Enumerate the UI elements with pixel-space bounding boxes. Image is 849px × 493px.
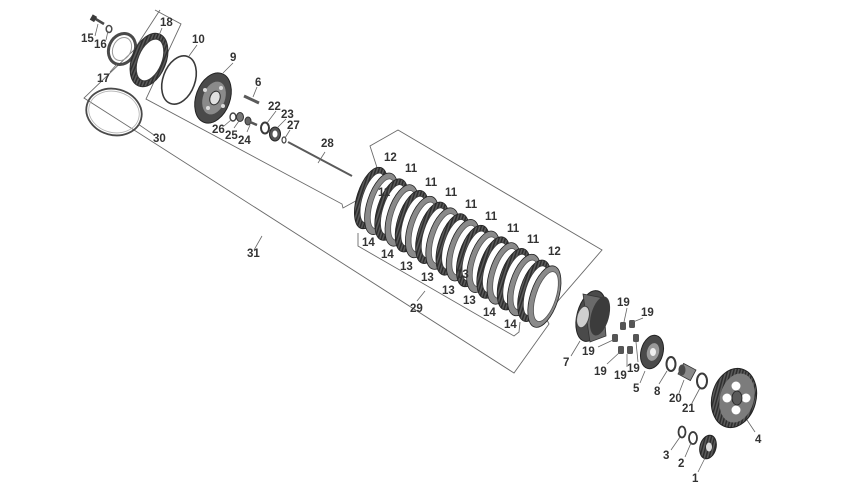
callout-19d: 19: [594, 366, 607, 378]
part-28-push-rod: [287, 141, 353, 177]
callout-12a: 12: [384, 152, 397, 164]
callout-14d: 14: [504, 319, 517, 331]
callout-13a: 13: [400, 261, 413, 273]
part-27-circlip: [281, 136, 287, 144]
callout-14a: 14: [362, 237, 375, 249]
callout-6: 6: [255, 77, 261, 89]
callout-14b: 14: [381, 249, 394, 261]
part-6-pin: [243, 94, 260, 105]
callout-29: 29: [410, 303, 423, 315]
plate-bore: [533, 271, 559, 322]
part-7-clutch-basket: [575, 290, 611, 343]
part-22-washer: [260, 121, 270, 135]
part-15-bolt: [89, 14, 105, 26]
callout-13d: 13: [463, 295, 476, 307]
callout-7: 7: [563, 357, 569, 369]
callout-13b: 13: [421, 272, 434, 284]
callout-1: 1: [692, 473, 699, 485]
callout-20: 20: [669, 393, 682, 405]
callout-16: 16: [94, 39, 107, 51]
part-4-primary-gear: [710, 367, 758, 429]
callout-13e: 13: [456, 269, 469, 281]
callout-19a: 19: [617, 297, 630, 309]
callout-19c: 19: [582, 346, 595, 358]
part-25-bearing: [236, 112, 244, 122]
callout-17: 17: [97, 73, 110, 85]
leader-lines: [94, 23, 756, 473]
callout-24: 24: [238, 135, 251, 147]
part-21-washer: [696, 372, 708, 390]
callout-9: 9: [230, 52, 236, 64]
callout-23: 23: [281, 109, 294, 121]
callout-11e: 11: [485, 211, 498, 223]
part-9-pressure-plate: [194, 72, 232, 124]
part-5-hub: [639, 334, 665, 370]
part-23-bearing: [269, 126, 281, 142]
part-16-washer: [105, 24, 113, 34]
callout-10: 10: [192, 34, 205, 46]
part-26-washer: [229, 112, 237, 122]
part-18-disc: [129, 32, 169, 88]
callout-14c: 14: [483, 307, 496, 319]
callout-31: 31: [247, 248, 260, 260]
part-3-washer: [677, 425, 687, 439]
part-20-bushing: [677, 362, 697, 382]
callout-5: 5: [633, 383, 640, 395]
callout-12b: 12: [548, 246, 561, 258]
part-10-o-ring: [160, 55, 198, 105]
callout-25: 25: [225, 130, 238, 142]
callout-18: 18: [160, 17, 173, 29]
callout-15: 15: [81, 33, 94, 45]
callout-26: 26: [212, 124, 225, 136]
callout-11h: 11: [378, 187, 391, 199]
clutch-plate-stack: [354, 166, 562, 328]
callout-11d: 11: [465, 199, 478, 211]
callout-labels: 1 2 3 4 5 6 7 8 9 10 11 11 11 11 11 11 1…: [81, 17, 762, 485]
part-8-washer: [665, 356, 677, 372]
callout-11c: 11: [445, 187, 458, 199]
callout-28: 28: [321, 138, 334, 150]
part-2-washer: [688, 431, 698, 445]
callout-11b: 11: [425, 177, 438, 189]
callout-19f: 19: [627, 363, 640, 375]
assembly-31-frame: [83, 9, 603, 374]
callout-19b: 19: [641, 307, 654, 319]
part-24-rod-end: [244, 116, 258, 127]
callout-2: 2: [678, 458, 684, 470]
callout-11f: 11: [507, 223, 520, 235]
callout-30: 30: [153, 133, 166, 145]
callout-13c: 13: [442, 285, 455, 297]
assembly-29-frame: [357, 233, 521, 337]
part-1-gear: [699, 434, 717, 460]
part-19-damper-springs: [612, 320, 639, 354]
callout-19e: 19: [614, 370, 627, 382]
callout-8: 8: [654, 386, 661, 398]
callout-27: 27: [287, 120, 300, 132]
callout-11g: 11: [527, 234, 540, 246]
callout-21: 21: [682, 403, 695, 415]
callout-4: 4: [755, 434, 762, 446]
callout-3: 3: [663, 450, 669, 462]
part-30-wire-ring: [85, 87, 143, 137]
callout-11a: 11: [405, 163, 418, 175]
callout-22: 22: [268, 101, 281, 113]
